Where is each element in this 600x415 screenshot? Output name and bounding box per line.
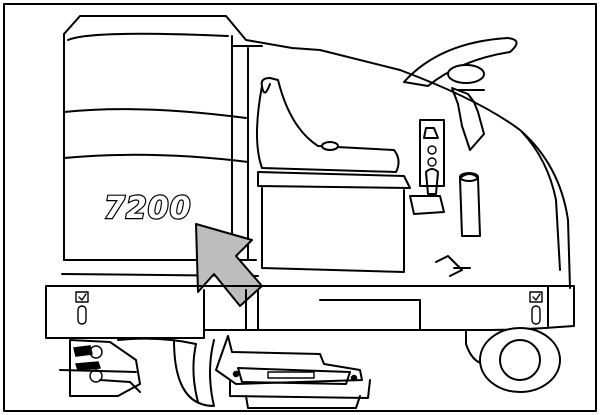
rear-wheel [465,327,561,393]
steering-assembly [403,37,518,151]
control-panel [409,119,481,277]
lock-icon [529,291,543,325]
arrow-pointer-icon [195,223,263,307]
machine-body [61,15,571,289]
operator-seat [256,77,411,273]
squeegee-assembly [59,337,197,397]
scrub-deck [215,335,371,409]
front-wheel [173,339,215,407]
chassis [45,285,575,339]
lock-icon [75,291,89,325]
image-frame [3,3,597,412]
model-badge: 7200 [104,191,192,226]
